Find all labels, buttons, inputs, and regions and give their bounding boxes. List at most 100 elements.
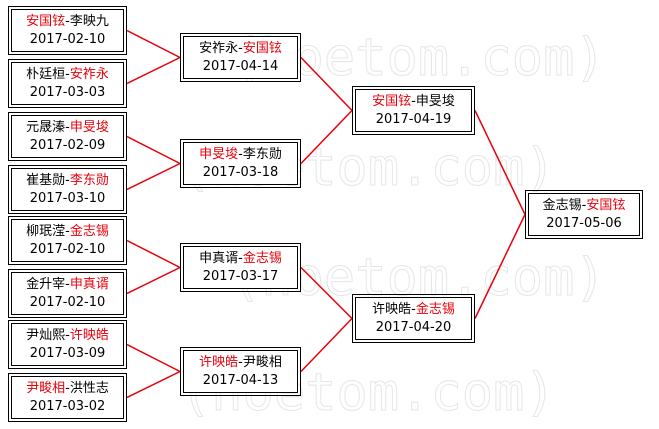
connector-line <box>126 370 181 399</box>
player-name: 许映皓 <box>372 302 412 317</box>
players-separator: - <box>65 328 70 343</box>
connector-line <box>126 56 181 85</box>
players-separator: - <box>65 381 70 396</box>
players-separator: - <box>238 147 243 162</box>
players-separator: - <box>65 277 70 292</box>
player-name: 柳珉滢 <box>26 224 66 239</box>
match-date: 2017-03-17 <box>202 269 279 284</box>
players-separator: - <box>65 14 70 29</box>
player-name: 申真谞 <box>199 251 239 266</box>
connector-line <box>126 266 181 295</box>
connector-line <box>474 214 526 319</box>
players-separator: - <box>238 251 243 266</box>
match-players: 朴廷桓-安祚永 <box>12 66 123 84</box>
match-date: 2017-03-02 <box>29 399 106 414</box>
match-date: 2017-04-14 <box>202 59 279 74</box>
player-name: 金志锡 <box>542 198 582 213</box>
winner-name: 安国铉 <box>26 14 66 29</box>
winner-name: 申旻埈 <box>199 147 239 162</box>
winner-name: 申真谞 <box>69 277 109 292</box>
winner-name: 金志锡 <box>242 251 282 266</box>
match-players: 元晟溱-申旻埈 <box>12 119 123 137</box>
players-separator: - <box>238 41 243 56</box>
match-date: 2017-04-20 <box>375 320 452 335</box>
players-separator: - <box>411 302 416 317</box>
players-separator: - <box>65 67 70 82</box>
winner-name: 金志锡 <box>69 224 109 239</box>
match-date: 2017-05-06 <box>546 216 622 231</box>
match-players: 许映皓-金志锡 <box>356 301 471 319</box>
match-players: 金志锡-安国铉 <box>529 197 639 215</box>
match-box-round-2[interactable]: 申旻埈-李东勋 2017-03-18 <box>180 139 301 188</box>
winner-name: 金志锡 <box>415 302 455 317</box>
connector-line <box>126 239 181 269</box>
winner-name: 尹畯相 <box>26 381 66 396</box>
connector-line <box>300 56 353 112</box>
match-date: 2017-03-18 <box>202 165 279 180</box>
match-date: 2017-03-03 <box>29 85 106 100</box>
match-players: 安国铉-申旻埈 <box>356 93 471 111</box>
player-name: 尹畯相 <box>242 355 282 370</box>
winner-name: 李东勋 <box>69 173 109 188</box>
connector-line <box>300 266 353 320</box>
match-players: 尹畯相-洪性志 <box>12 380 123 398</box>
match-date: 2017-02-10 <box>29 32 106 47</box>
winner-name: 许映皓 <box>199 355 239 370</box>
match-players: 柳珉滢-金志锡 <box>12 223 123 241</box>
players-separator: - <box>65 224 70 239</box>
winner-name: 申旻埈 <box>69 120 109 135</box>
winner-name: 安国铉 <box>242 41 282 56</box>
player-name: 朴廷桓 <box>26 67 66 82</box>
match-players: 金升宰-申真谞 <box>12 276 123 294</box>
match-date: 2017-03-10 <box>29 191 106 206</box>
match-date: 2017-03-09 <box>29 346 106 361</box>
match-players: 申真谞-金志锡 <box>184 250 297 268</box>
players-separator: - <box>581 198 587 213</box>
players-separator: - <box>238 355 243 370</box>
players-separator: - <box>65 120 70 135</box>
match-date: 2017-02-10 <box>29 242 106 257</box>
player-name: 洪性志 <box>69 381 109 396</box>
connector-line <box>126 162 181 191</box>
winner-name: 安国铉 <box>586 198 626 213</box>
connector-line <box>474 110 526 215</box>
player-name: 元晟溱 <box>26 120 66 135</box>
connector-line <box>126 343 181 373</box>
match-players: 安国铉-李映九 <box>12 13 123 31</box>
connector-line <box>126 135 181 165</box>
match-date: 2017-04-13 <box>202 373 279 388</box>
player-name: 李东勋 <box>242 147 282 162</box>
connector-line <box>300 317 353 373</box>
match-date: 2017-04-19 <box>375 112 452 127</box>
player-name: 申旻埈 <box>415 94 455 109</box>
match-players: 尹灿熙-许映皓 <box>12 327 123 345</box>
players-separator: - <box>65 173 70 188</box>
winner-name: 安国铉 <box>372 94 412 109</box>
match-players: 许映皓-尹畯相 <box>184 354 297 372</box>
connector-line <box>126 29 181 59</box>
match-date: 2017-02-09 <box>29 138 106 153</box>
player-name: 崔基勋 <box>26 173 66 188</box>
player-name: 尹灿熙 <box>26 328 66 343</box>
winner-name: 安祚永 <box>69 67 109 82</box>
player-name: 金升宰 <box>26 277 66 292</box>
winner-name: 许映皓 <box>69 328 109 343</box>
players-separator: - <box>411 94 416 109</box>
match-players: 崔基勋-李东勋 <box>12 172 123 190</box>
